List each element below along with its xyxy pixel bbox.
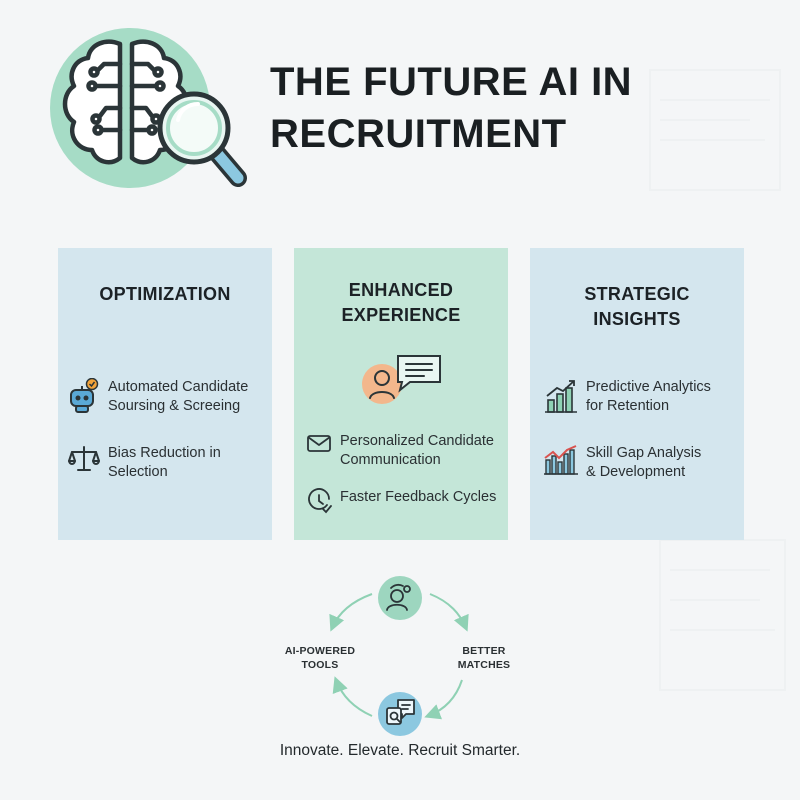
item-text: Faster Feedback Cycles — [340, 489, 497, 505]
card-item: Faster Feedback Cycles — [306, 488, 496, 514]
background-texture — [649, 69, 786, 691]
title-line-1: THE FUTURE AI IN — [270, 60, 633, 104]
page-title: THE FUTURE AI IN RECRUITMENT — [270, 56, 690, 160]
item-text: Automated Candidate Soursing & Screeing — [108, 379, 249, 414]
card-item: Predictive Analytics for Retention — [544, 378, 711, 416]
card-title: STRATEGIC INSIGHTS — [584, 284, 690, 329]
robot-icon — [70, 378, 99, 413]
item-text: Personalized Candidate Communication — [340, 433, 494, 468]
card-item: Bias Reduction in Selection — [68, 444, 221, 482]
cycle-diagram: AI-POWERED TOOLS BETTER MATCHES — [280, 566, 520, 746]
optimization-card: OPTIMIZATION Automated Candidate Soursin… — [58, 248, 272, 540]
card-item: Skill Gap Analysis & Development — [544, 444, 701, 482]
cycle-label-right: BETTER MATCHES — [457, 645, 511, 671]
bar-chart-trend-icon — [544, 445, 578, 475]
title-line-2: RECRUITMENT — [270, 112, 567, 156]
card-item: Personalized Candidate Communication — [306, 432, 494, 470]
item-text: Skill Gap Analysis & Development — [586, 445, 702, 480]
item-text: Predictive Analytics for Retention — [586, 379, 711, 414]
cycle-label-left: AI-POWERED TOOLS — [284, 645, 356, 671]
magnifier-icon — [157, 91, 247, 187]
card-title: OPTIMIZATION — [99, 284, 231, 304]
enhanced-experience-card: ENHANCED EXPERIENCE Personalized Candida… — [294, 248, 508, 540]
user-gear-icon — [378, 576, 422, 620]
scales-icon — [68, 446, 100, 471]
envelope-icon — [307, 435, 331, 452]
tagline: Innovate. Elevate. Recruit Smarter. — [279, 742, 521, 759]
person-chat-icon — [362, 355, 441, 404]
strategic-insights-card: STRATEGIC INSIGHTS Predictive Analytics … — [530, 248, 744, 540]
chat-search-icon — [378, 692, 422, 736]
brain-magnifier-icon — [50, 28, 247, 188]
card-item: Automated Candidate Soursing & Screeing — [68, 378, 248, 416]
item-text: Bias Reduction in Selection — [108, 445, 221, 480]
card-title: ENHANCED EXPERIENCE — [341, 280, 461, 325]
bar-chart-growth-icon — [545, 380, 577, 413]
cycle-arrows — [329, 593, 469, 720]
clock-icon — [308, 488, 332, 514]
